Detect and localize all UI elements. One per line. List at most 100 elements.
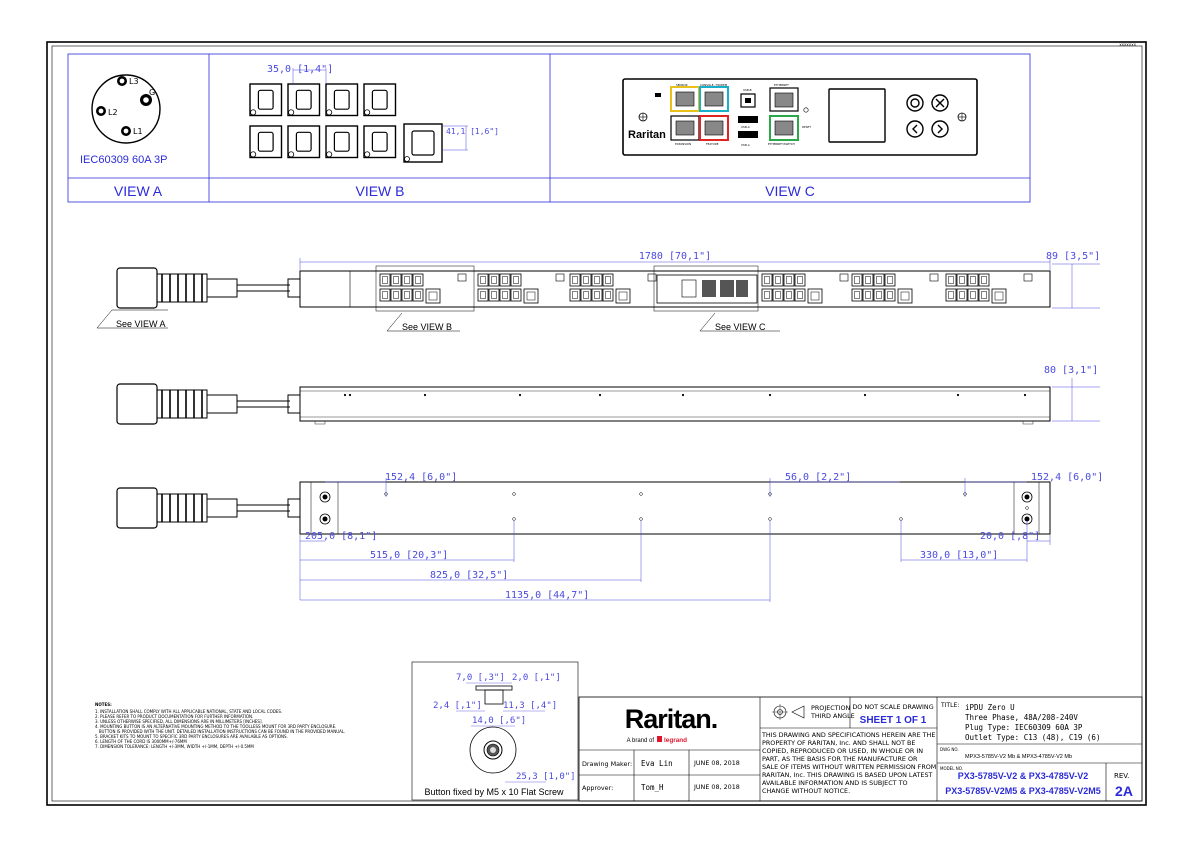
- mounting-slot: [768, 517, 772, 521]
- front-outlet-socket: [887, 291, 893, 299]
- disclaimer-line: RARITAN, Inc. THIS DRAWING IS BASED UPON…: [762, 771, 933, 779]
- front-outlet: [794, 288, 806, 302]
- front-view: [96, 258, 1100, 332]
- front-outlet-socket: [959, 291, 965, 299]
- front-outlet-socket: [594, 291, 600, 299]
- disclaimer-line: COPIED, REPRODUCED OR USED, IN WHOLE OR …: [762, 747, 923, 755]
- c13-outlet: [287, 83, 321, 117]
- button-detail: [411, 661, 579, 801]
- port-label-reset: RESET: [802, 125, 811, 129]
- front-outlet: [477, 288, 489, 302]
- rivet: [518, 393, 522, 397]
- ok-button[interactable]: [906, 94, 924, 112]
- front-outlet: [873, 273, 885, 287]
- disclaimer-line: SALE OF ITEMS WITHOUT WRITTEN PERMISSION…: [762, 763, 936, 771]
- front-outlet-socket: [876, 291, 882, 299]
- mounting-slot: [1025, 506, 1029, 510]
- front-outlet-socket: [393, 291, 399, 299]
- front-c19-outlet: [897, 288, 913, 304]
- legrand-mark-icon: [657, 736, 662, 742]
- front-outlet-socket: [491, 276, 497, 284]
- view-b-dimensions: [292, 68, 468, 151]
- port-label-usb-a-2: USB-A: [741, 143, 750, 147]
- back-dim-515: 515,0 [20,3"]: [370, 550, 448, 561]
- end-foot: [1022, 420, 1034, 425]
- mounting-button-hole-center: [1024, 494, 1030, 500]
- front-outlet: [390, 273, 402, 287]
- front-outlet: [499, 288, 511, 302]
- front-outlet: [873, 288, 885, 302]
- c13-outlet: [325, 125, 359, 159]
- dwg-number: MPX3-5785V-V2 Mb & MPX3-4785V-V2 Mb: [965, 754, 1072, 760]
- c13-outlet-socket: [257, 89, 274, 110]
- front-outlet-socket: [775, 276, 781, 284]
- pin-label-l2: L2: [108, 108, 118, 117]
- front-outlet: [412, 273, 424, 287]
- plug-sleeve: [156, 273, 208, 303]
- screw-icon: [250, 151, 257, 158]
- front-outlet-banks: [379, 273, 1033, 304]
- input-plug-front: [116, 267, 301, 309]
- disclaimer-line: PART, AS THE BASIS FOR THE MANUFACTURE O…: [762, 755, 918, 763]
- note-line: 5. BRACKET KITS TO MOUNT TO SPECIFIC 3RD…: [95, 734, 288, 739]
- front-outlet-socket: [786, 276, 792, 284]
- front-outlet: [591, 273, 603, 287]
- c13-outlet-socket: [295, 89, 312, 110]
- logo-sub-brand: legrand: [664, 737, 687, 744]
- revision: 2A: [1115, 783, 1133, 799]
- front-outlet: [794, 273, 806, 287]
- front-length-dim: 1780 [70,1"]: [639, 251, 711, 262]
- mounting-button-hole: [1021, 491, 1033, 503]
- model-line1: PX3-5785V-V2 & PX3-4785V-V2: [958, 771, 1089, 781]
- rivet: [343, 393, 347, 397]
- front-outlet-socket: [513, 276, 519, 284]
- screw-icon: [404, 156, 410, 162]
- right-arrow-button[interactable]: [931, 120, 949, 138]
- mounting-slot: [899, 517, 903, 521]
- button-dim-14: 14,0 [,6"]: [472, 716, 526, 726]
- front-outlet-socket: [948, 291, 954, 299]
- front-outlet-socket: [572, 276, 578, 284]
- maker-label: Drawing Maker:: [582, 760, 632, 768]
- front-outlet-socket: [491, 291, 497, 299]
- pin-label-l1: L1: [133, 127, 143, 136]
- model-label: MODEL NO.: [940, 766, 963, 771]
- front-outlet: [783, 288, 795, 302]
- plug-strain-relief: [206, 394, 238, 414]
- button-dim-2-4: 2,4 [,1"]: [433, 701, 482, 711]
- back-dim-top-right: 152,4 [6,0"]: [1031, 472, 1103, 483]
- do-not-scale: DO NOT SCALE DRAWING: [852, 703, 933, 711]
- front-outlet-socket: [393, 276, 399, 284]
- front-height-dim: 89 [3,5"]: [1046, 251, 1100, 262]
- back-view: [116, 478, 1051, 602]
- front-outlet-socket: [480, 276, 486, 284]
- close-button[interactable]: [931, 94, 949, 112]
- front-c19-outlet: [523, 288, 539, 304]
- view-c-brand: Raritan: [628, 129, 666, 141]
- rev-label: REV.: [1114, 772, 1129, 780]
- maker-date: JUNE 08, 2018: [693, 759, 740, 767]
- front-outlet-socket: [876, 276, 882, 284]
- front-outlet: [390, 288, 402, 302]
- note-line: BUTTON IS PROVIDED WITH THE UNIT. DETAIL…: [95, 729, 345, 734]
- front-outlet: [761, 288, 773, 302]
- front-c19-outlet: [425, 288, 441, 304]
- front-outlet-socket: [415, 291, 421, 299]
- front-outlet: [569, 288, 581, 302]
- front-outlet-socket: [981, 291, 987, 299]
- front-outlet-socket: [583, 276, 589, 284]
- input-plug-side: [116, 383, 301, 425]
- front-c19-socket: [810, 291, 820, 301]
- front-outlet: [761, 273, 773, 287]
- screw-icon: [364, 109, 371, 116]
- back-dim-330: 330,0 [13,0"]: [920, 550, 998, 561]
- mounting-slot: [512, 517, 516, 521]
- front-outlet: [884, 273, 896, 287]
- title-line: Outlet Type: C13 (48), C19 (6): [965, 733, 1100, 742]
- front-outlet-socket: [480, 291, 486, 299]
- sheet-inner-border: [51, 45, 1143, 802]
- front-c19-outlet: [991, 288, 1007, 304]
- front-outlet: [488, 288, 500, 302]
- screw-icon: [250, 109, 257, 116]
- left-arrow-button[interactable]: [906, 120, 924, 138]
